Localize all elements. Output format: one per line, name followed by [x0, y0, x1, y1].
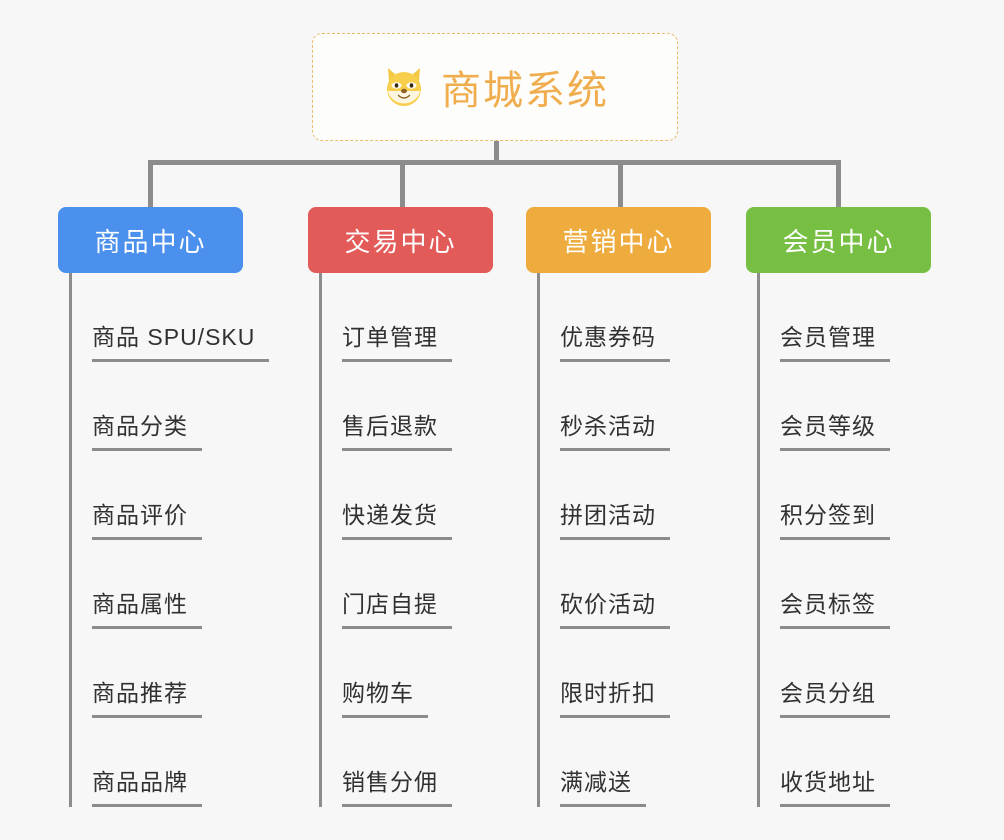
list-item[interactable]: 售后退款 [308, 362, 493, 451]
list-item[interactable]: 秒杀活动 [526, 362, 711, 451]
category-label: 营销中心 [562, 226, 675, 257]
list-item[interactable]: 商品 SPU/SKU [58, 273, 270, 362]
category-header-trade[interactable]: 交易中心 [308, 207, 493, 273]
list-item[interactable]: 会员标签 [746, 540, 931, 629]
list-item[interactable]: 商品分类 [58, 362, 269, 451]
category-header-member[interactable]: 会员中心 [746, 207, 931, 273]
connector-horizontal-bus [148, 160, 841, 165]
connector-drop-2 [400, 160, 405, 208]
leaf-label: 砍价活动 [560, 585, 670, 629]
list-item[interactable]: 快递发货 [308, 451, 493, 540]
leaf-label: 订单管理 [342, 318, 452, 362]
category-label: 商品中心 [94, 226, 207, 257]
leaf-label: 积分签到 [780, 496, 890, 540]
leaf-label: 会员分组 [780, 674, 890, 718]
leaf-label: 购物车 [342, 674, 428, 718]
category-header-product[interactable]: 商品中心 [58, 207, 243, 273]
category-header-marketing[interactable]: 营销中心 [526, 207, 711, 273]
leaf-label: 商品品牌 [92, 763, 202, 807]
leaf-list-trade: 订单管理 售后退款 快递发货 门店自提 购物车 销售分佣 [308, 273, 493, 807]
leaf-rail [757, 273, 760, 807]
leaf-label: 优惠券码 [560, 318, 670, 362]
leaf-list-marketing: 优惠券码 秒杀活动 拼团活动 砍价活动 限时折扣 满减送 [526, 273, 711, 807]
leaf-label: 商品评价 [92, 496, 202, 540]
leaf-list-product: 商品 SPU/SKU 商品分类 商品评价 商品属性 商品推荐 商品品牌 [58, 273, 270, 807]
list-item[interactable]: 收货地址 [746, 718, 931, 807]
leaf-label: 商品属性 [92, 585, 202, 629]
list-item[interactable]: 满减送 [526, 718, 711, 807]
leaf-label: 门店自提 [342, 585, 452, 629]
shiba-dog-face-icon [381, 64, 427, 110]
leaf-label: 会员管理 [780, 318, 890, 362]
connector-drop-3 [618, 160, 623, 208]
leaf-label: 限时折扣 [560, 674, 670, 718]
leaf-label: 拼团活动 [560, 496, 670, 540]
list-item[interactable]: 优惠券码 [526, 273, 711, 362]
list-item[interactable]: 商品推荐 [58, 629, 269, 718]
leaf-rail [319, 273, 322, 807]
list-item[interactable]: 订单管理 [308, 273, 493, 362]
list-item[interactable]: 会员管理 [746, 273, 931, 362]
list-item[interactable]: 商品属性 [58, 540, 269, 629]
connector-root-stem [494, 141, 499, 163]
branch-column-product: 商品中心 商品 SPU/SKU 商品分类 商品评价 商品属性 商品推荐 商品品牌 [58, 207, 270, 807]
list-item[interactable]: 商品评价 [58, 451, 269, 540]
leaf-label: 商品推荐 [92, 674, 202, 718]
leaf-label: 会员等级 [780, 407, 890, 451]
leaf-label: 收货地址 [780, 763, 890, 807]
leaf-label: 快递发货 [342, 496, 452, 540]
leaf-rail [69, 273, 72, 807]
branch-column-trade: 交易中心 订单管理 售后退款 快递发货 门店自提 购物车 销售分佣 [308, 207, 493, 807]
connector-drop-4 [836, 160, 841, 208]
list-item[interactable]: 积分签到 [746, 451, 931, 540]
list-item[interactable]: 砍价活动 [526, 540, 711, 629]
branch-column-marketing: 营销中心 优惠券码 秒杀活动 拼团活动 砍价活动 限时折扣 满减送 [526, 207, 711, 807]
list-item[interactable]: 商品品牌 [58, 718, 269, 807]
connector-drop-1 [148, 160, 153, 208]
list-item[interactable]: 限时折扣 [526, 629, 711, 718]
leaf-rail [537, 273, 540, 807]
list-item[interactable]: 会员分组 [746, 629, 931, 718]
leaf-label: 销售分佣 [342, 763, 452, 807]
leaf-label: 售后退款 [342, 407, 452, 451]
list-item[interactable]: 销售分佣 [308, 718, 493, 807]
list-item[interactable]: 门店自提 [308, 540, 493, 629]
root-node-mall-system[interactable]: 商城系统 [312, 33, 678, 141]
category-label: 会员中心 [782, 226, 895, 257]
leaf-label: 会员标签 [780, 585, 890, 629]
leaf-label: 秒杀活动 [560, 407, 670, 451]
branch-column-member: 会员中心 会员管理 会员等级 积分签到 会员标签 会员分组 收货地址 [746, 207, 931, 807]
root-title: 商城系统 [441, 69, 609, 113]
leaf-label: 商品 SPU/SKU [92, 318, 270, 362]
list-item[interactable]: 会员等级 [746, 362, 931, 451]
list-item[interactable]: 购物车 [308, 629, 493, 718]
leaf-label: 商品分类 [92, 407, 202, 451]
leaf-list-member: 会员管理 会员等级 积分签到 会员标签 会员分组 收货地址 [746, 273, 931, 807]
category-label: 交易中心 [344, 226, 457, 257]
list-item[interactable]: 拼团活动 [526, 451, 711, 540]
leaf-label: 满减送 [560, 763, 646, 807]
